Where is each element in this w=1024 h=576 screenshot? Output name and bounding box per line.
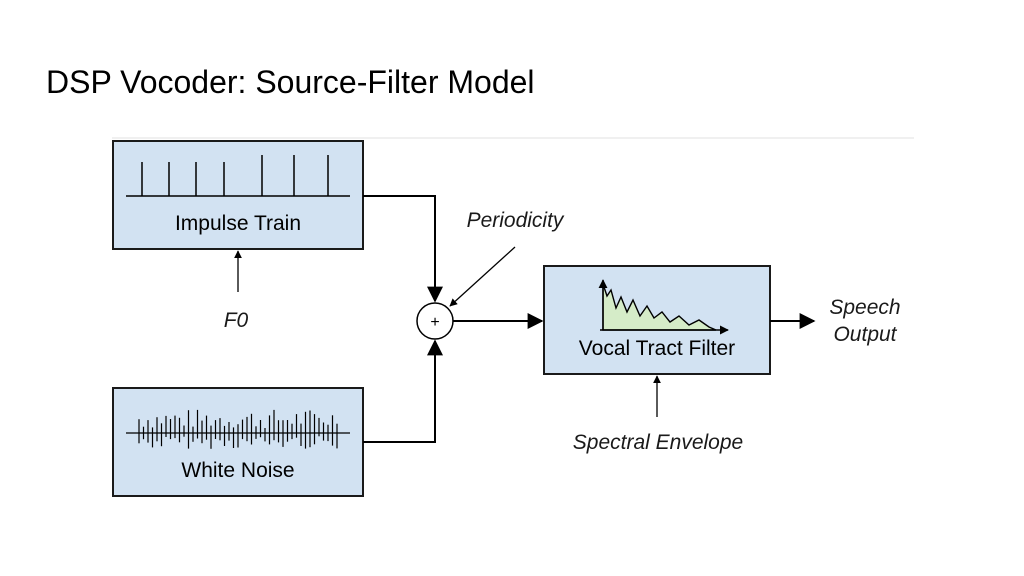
impulse-train-box	[112, 140, 364, 250]
impulse-train-block: Impulse Train	[112, 140, 364, 250]
noise-to-sum-arrow	[363, 339, 443, 443]
white-noise-block: White Noise	[112, 387, 364, 497]
f0-label: F0	[224, 309, 249, 332]
impulse-train-label: Impulse Train	[175, 212, 301, 235]
periodicity-label: Periodicity	[467, 209, 565, 232]
plus-sign: +	[430, 314, 439, 331]
vocal-tract-filter-block: Vocal Tract Filter	[543, 265, 771, 375]
white-noise-icon	[126, 409, 350, 449]
speech-output-label-line2: Output	[833, 323, 897, 346]
impulse-train-icon	[126, 155, 350, 197]
impulse-to-sum-arrow	[363, 195, 443, 303]
spectrum-icon	[598, 279, 729, 335]
summing-junction: +	[416, 302, 454, 340]
white-noise-label: White Noise	[181, 459, 294, 482]
speech-output-label-line1: Speech	[829, 296, 900, 319]
vocal-tract-filter-label: Vocal Tract Filter	[579, 337, 735, 360]
periodicity-arrow	[449, 246, 516, 307]
spectral-envelope-label: Spectral Envelope	[573, 431, 743, 454]
slide-title: DSP Vocoder: Source-Filter Model	[46, 64, 535, 100]
